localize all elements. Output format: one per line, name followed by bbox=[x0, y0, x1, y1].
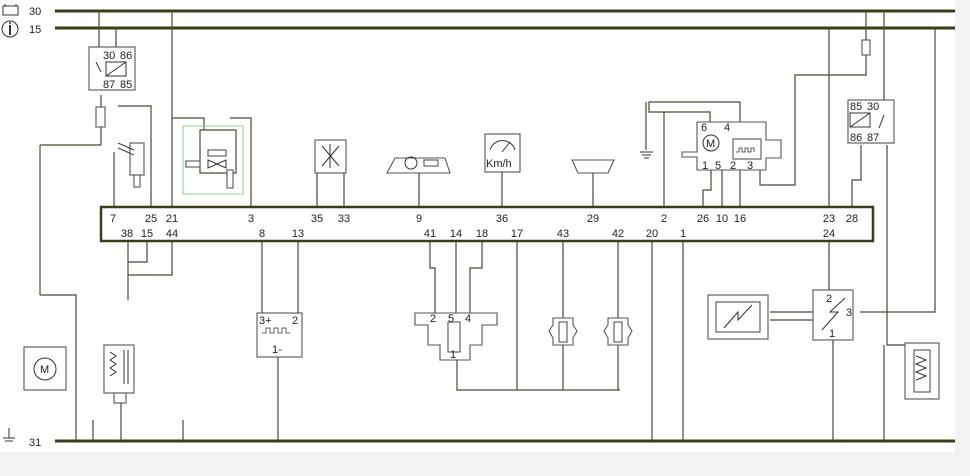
ecu-pin-label: 9 bbox=[416, 213, 422, 225]
fuse-icon bbox=[861, 39, 871, 56]
ignition-coil-left-icon bbox=[103, 344, 135, 404]
pin-label: 2 bbox=[430, 313, 436, 325]
ecu-pin-label: 41 bbox=[424, 228, 436, 240]
speedometer-icon: Km/h bbox=[484, 133, 521, 173]
ecu-pin-label: 15 bbox=[141, 228, 153, 240]
throttle-actuator: M 6 4 1 5 2 3 bbox=[681, 121, 782, 172]
warning-lamp-icon bbox=[386, 156, 451, 174]
pin-label: 3 bbox=[846, 307, 852, 319]
diagnostic-display-icon bbox=[707, 294, 769, 340]
fan-icon bbox=[314, 139, 347, 174]
ecu-pin-label: 3 bbox=[248, 213, 254, 225]
ecu-pin-label: 25 bbox=[145, 213, 157, 225]
ecu-pin-label: 21 bbox=[166, 213, 178, 225]
relay-pin-87: 87 bbox=[103, 79, 115, 91]
ecu-pin-label: 44 bbox=[166, 228, 178, 240]
bus-15-label: 15 bbox=[29, 24, 41, 36]
ecu-pin-label: 33 bbox=[338, 213, 350, 225]
ecu-pin-label: 36 bbox=[496, 213, 508, 225]
pin-label: 5 bbox=[448, 313, 454, 325]
ecu-pin-label: 26 bbox=[697, 213, 709, 225]
ecu-pin-label: 14 bbox=[450, 228, 462, 240]
ecu-top-pins: 7 25 21 3 35 33 9 36 29 2 26 10 16 23 28 bbox=[110, 213, 858, 225]
motor-label: M bbox=[706, 138, 715, 150]
ignition-module: 2 3 1 bbox=[812, 289, 854, 341]
pin-label: 2 bbox=[730, 160, 736, 172]
relay-pin-30: 30 bbox=[103, 50, 115, 62]
pin-label: 1 bbox=[450, 349, 456, 361]
pin-label: 2 bbox=[826, 293, 832, 305]
injector-icon bbox=[117, 142, 145, 188]
ecu-pin-label: 28 bbox=[846, 213, 858, 225]
pin-label: 2 bbox=[292, 315, 298, 327]
fuel-pump-motor-icon: M bbox=[23, 346, 67, 391]
relay-pin-85: 85 bbox=[120, 79, 132, 91]
ground-icon bbox=[3, 428, 15, 442]
ignition-key-icon bbox=[1, 20, 19, 38]
bus-30-label: 30 bbox=[29, 6, 41, 18]
pin-label: 3 bbox=[747, 160, 753, 172]
ecu-pin-label: 42 bbox=[612, 228, 624, 240]
relay-pin-87: 87 bbox=[867, 132, 879, 144]
speedometer-unit: Km/h bbox=[486, 158, 512, 170]
crank-sensor: 3+ 2 1- bbox=[256, 312, 303, 358]
motor-label: M bbox=[40, 364, 49, 376]
pin-label: 6 bbox=[701, 122, 707, 134]
idle-valve bbox=[182, 125, 244, 195]
connector-29-icon bbox=[571, 159, 615, 174]
temp-sensor-1-icon bbox=[548, 317, 578, 346]
relay-pin-86: 86 bbox=[120, 50, 132, 62]
ecu-pin-label: 8 bbox=[259, 228, 265, 240]
ecu-pin-label: 16 bbox=[734, 213, 746, 225]
pin-label: 1 bbox=[829, 328, 835, 340]
ecu-pin-label: 23 bbox=[823, 213, 835, 225]
relay-pin-86: 86 bbox=[850, 132, 862, 144]
pin-label: 5 bbox=[715, 160, 721, 172]
fuse-icon bbox=[95, 106, 106, 128]
ecu-pin-label: 13 bbox=[292, 228, 304, 240]
ecu-pin-label: 43 bbox=[557, 228, 569, 240]
pin-label: 4 bbox=[465, 313, 471, 325]
ecu-pin-label: 38 bbox=[121, 228, 133, 240]
ecu-pin-label: 29 bbox=[587, 213, 599, 225]
pin-label: 1 bbox=[702, 160, 708, 172]
wires bbox=[39, 11, 936, 441]
pin-label: 3+ bbox=[259, 315, 272, 327]
ecu-pin-label: 35 bbox=[311, 213, 323, 225]
ecu-pin-label: 2 bbox=[661, 213, 667, 225]
right-relay: 85 30 86 87 bbox=[847, 99, 895, 144]
left-relay: 30 86 87 85 bbox=[88, 46, 136, 91]
ecu-pin-label: 10 bbox=[716, 213, 728, 225]
relay-pin-30: 30 bbox=[867, 101, 879, 113]
battery-icon bbox=[2, 4, 19, 16]
ecu-pin-label: 1 bbox=[680, 228, 686, 240]
ecu-pin-label: 20 bbox=[646, 228, 658, 240]
bus-31-label: 31 bbox=[29, 437, 41, 449]
relay-pin-85: 85 bbox=[850, 101, 862, 113]
ignition-coil-right-icon bbox=[904, 342, 940, 400]
pin-label: 1- bbox=[272, 344, 282, 356]
ecu-pin-label: 17 bbox=[511, 228, 523, 240]
ecu-pin-label: 18 bbox=[476, 228, 488, 240]
ecu-pin-label: 24 bbox=[823, 228, 835, 240]
ground-symbol-icon bbox=[640, 151, 653, 159]
pin-label: 4 bbox=[724, 122, 730, 134]
hall-sensor: 2 5 4 1 bbox=[414, 312, 498, 361]
ecu-connector bbox=[99, 205, 875, 243]
ecu-pin-label: 7 bbox=[110, 213, 116, 225]
temp-sensor-2-icon bbox=[603, 317, 633, 346]
ecu-bottom-pins: 38 15 44 8 13 41 14 18 17 43 42 20 1 24 bbox=[121, 228, 835, 240]
